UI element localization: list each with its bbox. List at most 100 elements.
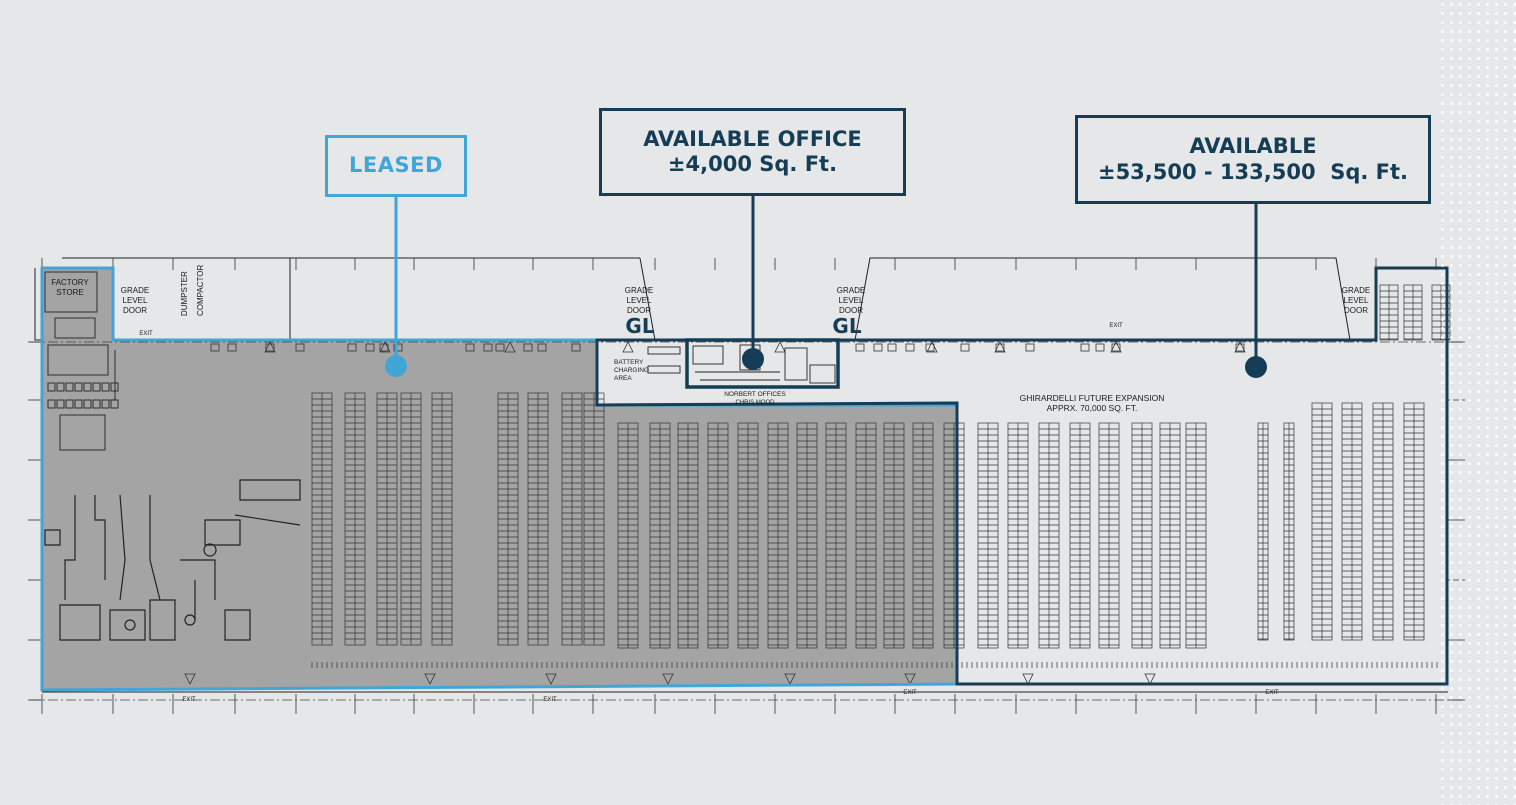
grade-door-b-1: GRADE: [625, 286, 653, 295]
dock-leveler-29: [622, 341, 634, 353]
exit-marker-41: [1022, 673, 1034, 685]
rack-shelves-9: [618, 423, 638, 648]
dumpster-label: DUMPSTER: [180, 271, 189, 316]
rack-shelves-35: [1380, 285, 1398, 340]
rack-shelves-36: [1404, 285, 1422, 340]
fixture-a-1: [56, 382, 65, 392]
rack-shelves-25: [1099, 423, 1119, 648]
dock-door-22: [1080, 343, 1090, 352]
dock-leveler-32: [994, 341, 1006, 353]
fixture-a-2: [65, 382, 74, 392]
fixture-b-5: [92, 399, 101, 409]
dock-door-23: [1095, 343, 1105, 352]
dock-door-21: [1025, 343, 1035, 352]
gl-label-a: GL: [625, 314, 654, 338]
leased-marker[interactable]: [385, 355, 407, 377]
rack-shelves-19: [913, 423, 933, 648]
grade-door-d-1: GRADE: [1342, 286, 1370, 295]
rack-shelves-15: [797, 423, 817, 648]
dock-door-17: [905, 343, 915, 352]
rack-shelves-22: [1008, 423, 1028, 648]
exit-marker-35: [184, 673, 196, 685]
dock-door-19: [960, 343, 970, 352]
exit-label-3: EXIT: [182, 697, 196, 703]
rack-shelves-14: [768, 423, 788, 648]
rack-shelves-34: [1404, 403, 1424, 640]
leased-callout[interactable]: LEASED: [325, 135, 467, 197]
exit-label-6: EXIT: [1265, 690, 1279, 696]
fixture-b-3: [74, 399, 83, 409]
exit-marker-36: [424, 673, 436, 685]
fixture-a-7: [110, 382, 119, 392]
factory-store-area: [44, 271, 119, 451]
exit-marker-37: [545, 673, 557, 685]
fixture-a-5: [92, 382, 101, 392]
leased-callout-text: LEASED: [349, 153, 443, 178]
grade-door-c-1: GRADE: [837, 286, 865, 295]
fixture-a-4: [83, 382, 92, 392]
dock-door-18: [925, 343, 935, 352]
exit-marker-39: [784, 673, 796, 685]
dock-door-9: [483, 343, 493, 352]
dock-door-11: [523, 343, 533, 352]
rack-shelves-18: [884, 423, 904, 648]
roof-outline-c: [854, 257, 1351, 341]
office-block: [647, 344, 836, 384]
expansion-label-1: GHIRARDELLI FUTURE EXPANSION: [1020, 393, 1165, 403]
available-office-area: ±4,000 Sq. Ft.: [667, 152, 838, 176]
available-office-outline[interactable]: [685, 338, 840, 389]
available-warehouse-callout[interactable]: AVAILABLE ±53,500 - 133,500 Sq. Ft.: [1075, 115, 1431, 204]
exit-label-4: EXIT: [543, 697, 557, 703]
rack-shelves-30: [1284, 423, 1294, 640]
grade-door-d-3: DOOR: [1344, 306, 1368, 315]
rack-shelves-27: [1160, 423, 1180, 648]
production-equipment: [44, 479, 301, 641]
expansion-label-2: APPRX. 70,000 SQ. FT.: [1047, 403, 1138, 413]
dock-door-20: [995, 343, 1005, 352]
dock-door-24: [1111, 343, 1121, 352]
battery-label-3: AREA: [614, 375, 632, 382]
grade-door-a-2: LEVEL: [123, 296, 148, 305]
available-office-callout[interactable]: AVAILABLE OFFICE ±4,000 Sq. Ft.: [599, 108, 906, 196]
grade-door-c-3: DOOR: [839, 306, 863, 315]
grade-door-a-1: GRADE: [121, 286, 149, 295]
dock-door-10: [495, 343, 505, 352]
warehouse-marker[interactable]: [1245, 356, 1267, 378]
rack-shelves-16: [826, 423, 846, 648]
rack-shelves-12: [708, 423, 728, 648]
dock-leveler-26: [264, 341, 276, 353]
fixture-a-6: [101, 382, 110, 392]
fixture-b-2: [65, 399, 74, 409]
dock-door-8: [465, 343, 475, 352]
floor-stack-lane: [311, 662, 1438, 668]
grade-door-c-2: LEVEL: [839, 296, 864, 305]
available-warehouse-area: ±53,500 - 133,500 Sq. Ft.: [1097, 159, 1409, 184]
battery-label-1: BATTERY: [614, 359, 644, 366]
office-marker[interactable]: [742, 348, 764, 370]
fixture-b-1: [56, 399, 65, 409]
offices-label: NORBERT OFFICES: [724, 391, 786, 398]
dock-leveler-30: [774, 341, 786, 353]
rack-shelves-8: [584, 393, 604, 645]
building-outline: [34, 268, 42, 341]
rack-shelves-13: [738, 423, 758, 648]
grade-door-b-3: DOOR: [627, 306, 651, 315]
fixture-a-0: [47, 382, 56, 392]
dock-door-0: [210, 343, 220, 352]
dock-leveler-31: [926, 341, 938, 353]
compactor-label: COMPACTOR: [196, 265, 205, 316]
exit-marker-42: [1144, 673, 1156, 685]
rack-shelves-2: [377, 393, 397, 645]
rack-shelves-17: [856, 423, 876, 648]
rack-shelves-32: [1342, 403, 1362, 640]
rack-shelves-10: [650, 423, 670, 648]
fixture-b-7: [110, 399, 119, 409]
grade-door-b-2: LEVEL: [627, 296, 652, 305]
dock-door-25: [1235, 343, 1245, 352]
rack-shelves-4: [432, 393, 452, 645]
rack-shelves-3: [401, 393, 421, 645]
dock-leveler-34: [1234, 341, 1246, 353]
rack-shelves-11: [678, 423, 698, 648]
exit-marker-40: [904, 673, 916, 685]
